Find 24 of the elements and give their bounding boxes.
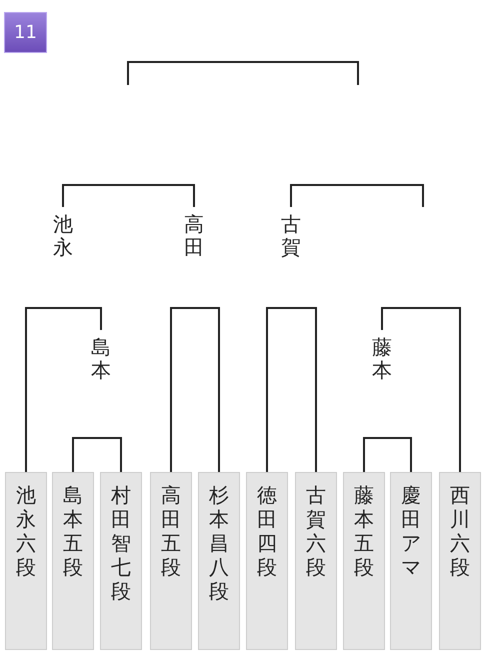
bracket-line: [25, 307, 102, 472]
bracket-line: [62, 184, 195, 207]
winner-name: 藤本: [372, 330, 392, 382]
player-box: 慶田アマ: [390, 472, 432, 650]
bracket-line: [170, 307, 220, 472]
bracket-line: [381, 307, 461, 472]
winner-name: 高田: [184, 207, 204, 259]
winner-name: 島本: [91, 330, 111, 382]
player-box: 古賀六段: [295, 472, 337, 650]
player-box: 高田五段: [150, 472, 192, 650]
bracket-line: [72, 437, 122, 472]
bracket-line: [290, 184, 424, 207]
bracket-line: [363, 437, 412, 472]
player-box: 西川六段: [439, 472, 481, 650]
player-box: 徳田四段: [246, 472, 288, 650]
player-box: 藤本五段: [343, 472, 385, 650]
number-badge: 11: [4, 12, 47, 53]
winner-name: 池永: [53, 207, 73, 259]
player-box: 杉本昌八段: [198, 472, 240, 650]
player-box: 島本五段: [52, 472, 94, 650]
bracket-line: [266, 307, 317, 472]
player-box: 村田智七段: [100, 472, 142, 650]
player-box: 池永六段: [5, 472, 47, 650]
winner-name: 古賀: [281, 207, 301, 259]
